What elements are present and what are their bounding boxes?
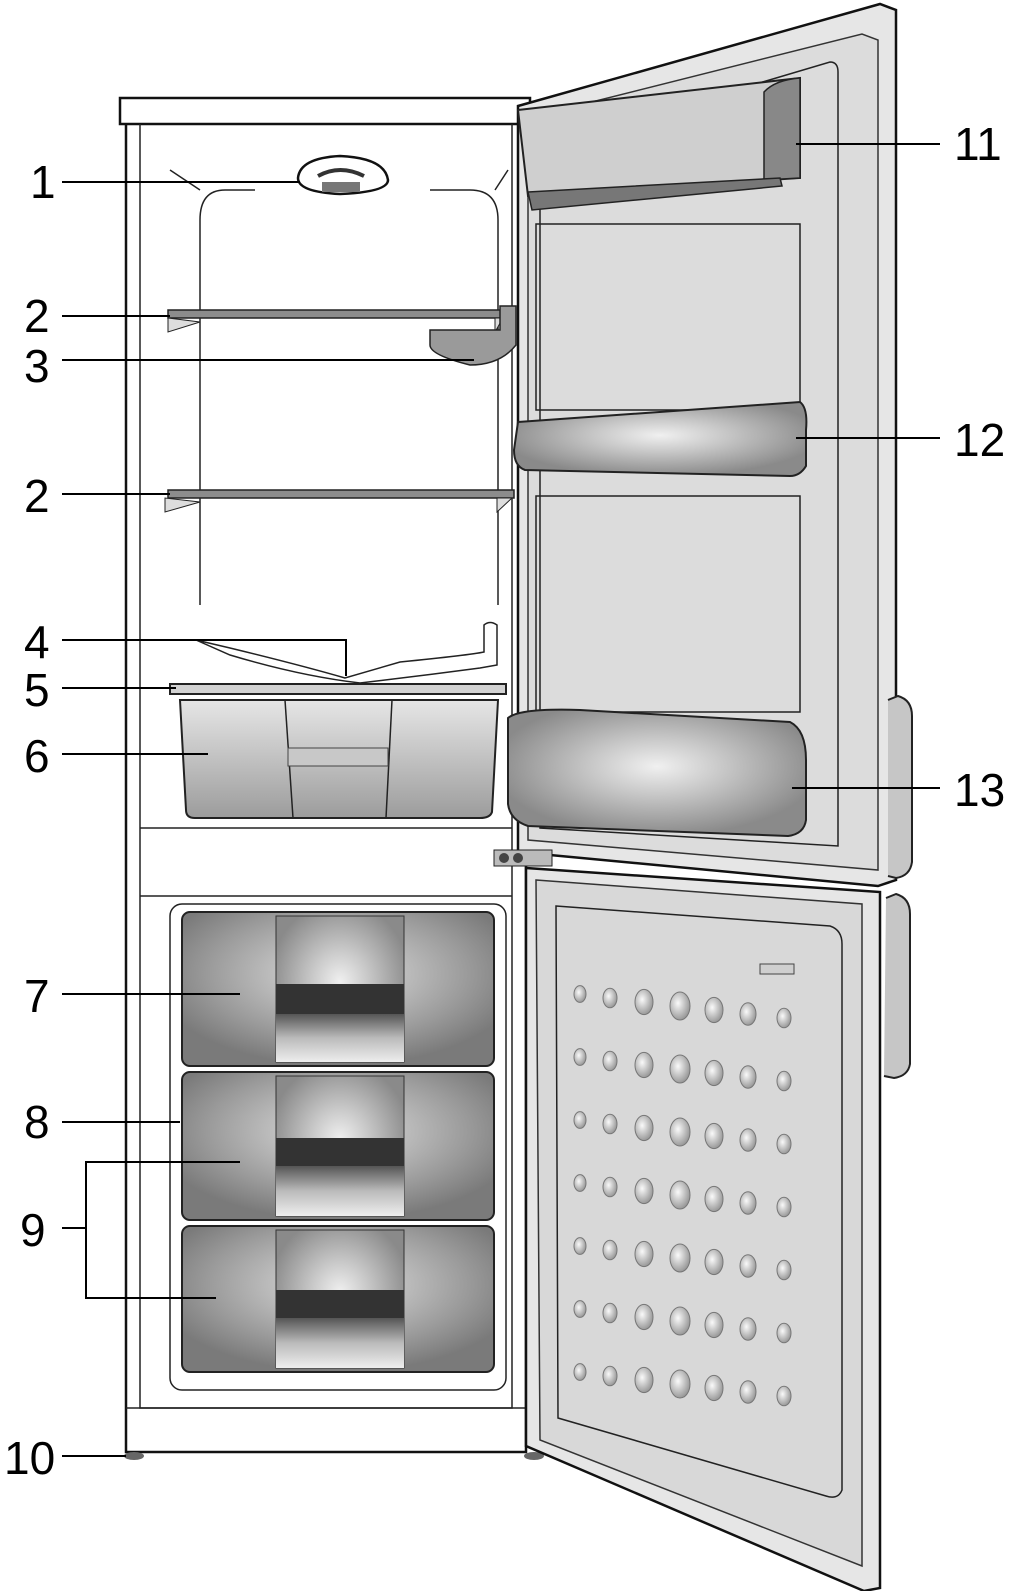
freezer-door bbox=[524, 866, 911, 1591]
crisper-cover bbox=[169, 683, 507, 695]
crisper-guide bbox=[195, 621, 498, 684]
dimple bbox=[739, 1317, 757, 1341]
dimple bbox=[669, 1054, 691, 1084]
dimple bbox=[573, 1048, 587, 1066]
dimple bbox=[602, 987, 618, 1009]
dimple bbox=[776, 1007, 792, 1029]
dimple bbox=[602, 1113, 618, 1135]
vegetable-crisper bbox=[178, 699, 500, 819]
dimple bbox=[634, 1303, 654, 1331]
callout-6: 6 bbox=[24, 730, 50, 782]
dimple bbox=[776, 1196, 792, 1218]
dimple bbox=[739, 1380, 757, 1404]
freezer-drawer-bottom bbox=[181, 1225, 495, 1373]
callout-2-upper: 2 bbox=[24, 290, 50, 342]
callout-9: 9 bbox=[20, 1204, 46, 1256]
dimple bbox=[739, 1002, 757, 1026]
freezer-compartment bbox=[169, 903, 507, 1391]
dimple bbox=[739, 1128, 757, 1152]
dimple bbox=[776, 1322, 792, 1344]
callout-1: 1 bbox=[30, 156, 56, 208]
dimple bbox=[739, 1254, 757, 1278]
callout-3: 3 bbox=[24, 340, 50, 392]
dimple bbox=[704, 1311, 724, 1339]
dimple bbox=[634, 1240, 654, 1268]
dimple bbox=[669, 1117, 691, 1147]
dimple bbox=[602, 1365, 618, 1387]
dimple bbox=[602, 1302, 618, 1324]
dimple bbox=[573, 1237, 587, 1255]
dimple bbox=[634, 988, 654, 1016]
dimple bbox=[704, 1374, 724, 1402]
freezer-drawer-top bbox=[181, 911, 495, 1067]
thermostat-control bbox=[493, 849, 553, 867]
callout-5: 5 bbox=[24, 664, 50, 716]
dimple bbox=[634, 1051, 654, 1079]
dimple bbox=[704, 996, 724, 1024]
glass-shelf-lower bbox=[164, 489, 515, 514]
callout-2-lower: 2 bbox=[24, 470, 50, 522]
freezer-door-dimples bbox=[573, 985, 792, 1407]
freezer-drawer-middle bbox=[181, 1071, 495, 1221]
dimple bbox=[602, 1239, 618, 1261]
dimple bbox=[739, 1191, 757, 1215]
callout-12: 12 bbox=[954, 414, 1005, 466]
dimple bbox=[573, 1363, 587, 1381]
dimple bbox=[669, 1306, 691, 1336]
dimple bbox=[669, 1180, 691, 1210]
callout-8: 8 bbox=[24, 1096, 50, 1148]
dimple bbox=[573, 1174, 587, 1192]
callout-7: 7 bbox=[24, 970, 50, 1022]
leader-lines bbox=[62, 143, 940, 1457]
dimple bbox=[634, 1366, 654, 1394]
dimple bbox=[776, 1070, 792, 1092]
dimple bbox=[573, 1300, 587, 1318]
dimple bbox=[704, 1122, 724, 1150]
dimple bbox=[602, 1176, 618, 1198]
glass-shelf-upper bbox=[167, 309, 504, 334]
callout-labels: 1 2 3 2 4 5 6 7 8 9 10 11 12 13 bbox=[4, 118, 1005, 1484]
egg-tray bbox=[429, 305, 517, 366]
callout-13: 13 bbox=[954, 764, 1005, 816]
dimple bbox=[739, 1065, 757, 1089]
dimple bbox=[776, 1259, 792, 1281]
dimple bbox=[634, 1177, 654, 1205]
lamp-housing bbox=[296, 154, 390, 196]
dimple bbox=[704, 1185, 724, 1213]
dimple bbox=[602, 1050, 618, 1072]
dimple bbox=[704, 1248, 724, 1276]
dimple bbox=[669, 1369, 691, 1399]
callout-11: 11 bbox=[954, 118, 1002, 170]
dairy-compartment bbox=[516, 76, 801, 211]
callout-4: 4 bbox=[24, 616, 50, 668]
door-shelf-bottle bbox=[507, 708, 807, 838]
dimple bbox=[573, 985, 587, 1003]
door-shelf-middle bbox=[512, 400, 808, 478]
dimple bbox=[776, 1385, 792, 1407]
dimple bbox=[669, 991, 691, 1021]
dimple bbox=[573, 1111, 587, 1129]
callout-10: 10 bbox=[4, 1432, 55, 1484]
dimple bbox=[669, 1243, 691, 1273]
dimple bbox=[634, 1114, 654, 1142]
dimple bbox=[704, 1059, 724, 1087]
dimple bbox=[776, 1133, 792, 1155]
